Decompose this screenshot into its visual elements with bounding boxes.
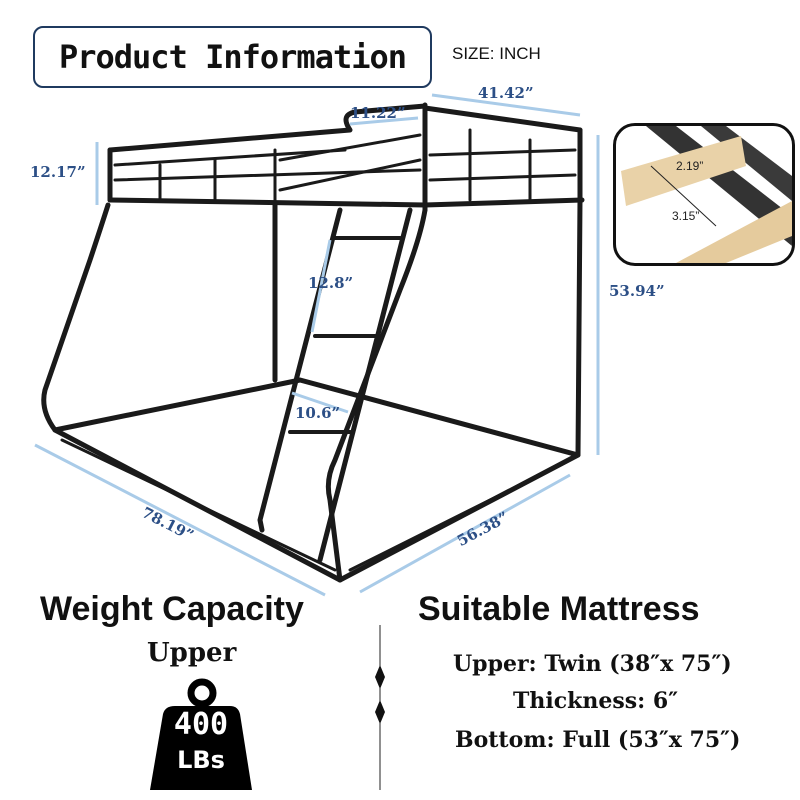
slat-width-label: 2.19”	[676, 159, 704, 173]
ladder-step-label: 12.8”	[308, 274, 354, 292]
total-height-label: 53.94”	[609, 282, 665, 300]
rail-gap-label: 11.22”	[350, 104, 406, 122]
dimension-lines	[34, 93, 600, 597]
weight-unit: LBs	[177, 746, 225, 774]
slat-gap-label: 3.15”	[672, 209, 700, 223]
mattress-thickness: Thickness: 6″	[513, 688, 679, 714]
rail-height-label: 12.17”	[30, 163, 86, 181]
unit-label: SIZE: INCH	[452, 44, 541, 63]
page-title: Product Information	[58, 38, 407, 76]
slat-drawing	[621, 126, 792, 263]
bed-frame	[41, 102, 585, 583]
title-box: Product Information	[33, 26, 432, 88]
mattress-heading: Suitable Mattress	[418, 590, 700, 628]
weight-level: Upper	[147, 638, 237, 668]
ladder-width-label: 10.6”	[295, 404, 341, 422]
weight-value: 400	[173, 707, 229, 742]
slat-detail-inset: 2.19” 3.15”	[613, 123, 795, 266]
weight-heading: Weight Capacity	[40, 590, 304, 628]
top-width-label: 41.42”	[478, 84, 534, 102]
mattress-bottom: Bottom: Full (53″x 75″)	[455, 727, 741, 753]
mattress-upper: Upper: Twin (38″x 75″)	[453, 651, 732, 677]
